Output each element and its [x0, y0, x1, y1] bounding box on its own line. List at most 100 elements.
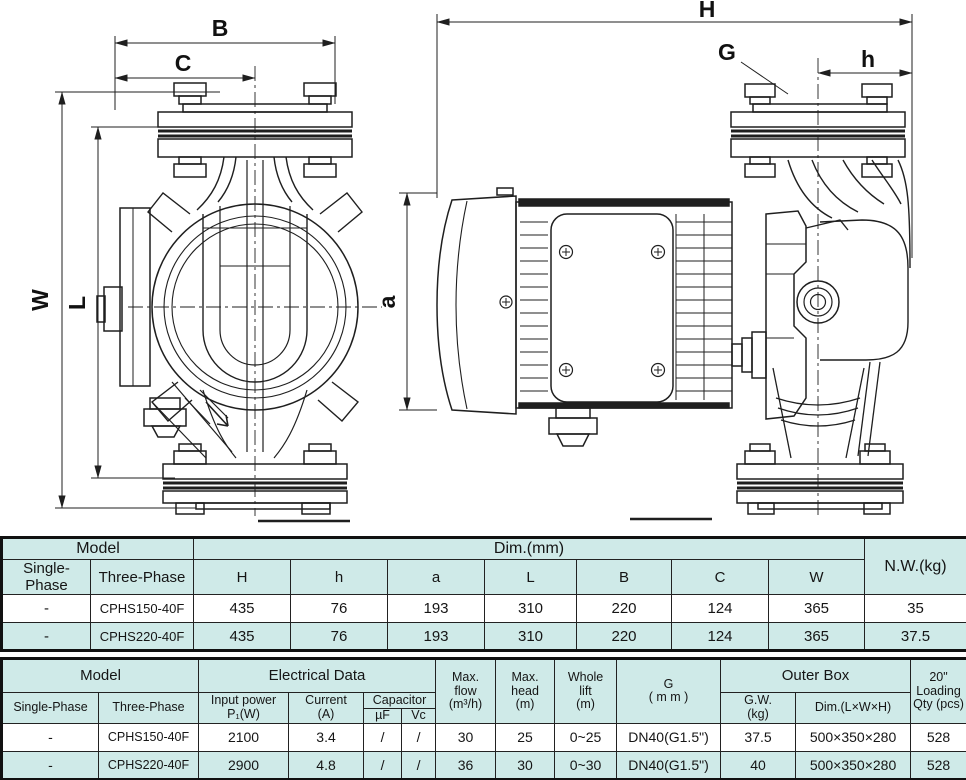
- data-cell: 310: [484, 622, 578, 651]
- col-header-three-phase: Three-Phase: [89, 559, 195, 595]
- col-header-a: a: [387, 559, 486, 595]
- model-group-header: Model: [0, 658, 200, 693]
- front-bottom-flange: [162, 443, 348, 515]
- terminal-box-cover: [550, 213, 674, 403]
- data-cell: 37.5: [720, 722, 797, 752]
- col-header-single-phase: Single-Phase: [1, 559, 91, 595]
- uf-header: µF: [363, 708, 403, 724]
- data-cell: 35: [864, 594, 966, 623]
- box-dim-header: Dim.(L×W×H): [795, 692, 912, 724]
- data-cell: -: [1, 750, 99, 780]
- dimension-H: [436, 14, 913, 258]
- gross-weight-header: G.W. (kg): [720, 692, 797, 724]
- data-cell: -: [1, 722, 99, 752]
- data-cell: 76: [290, 622, 389, 651]
- data-cell: DN40(G1.5"): [616, 722, 722, 752]
- motor-body: [515, 198, 733, 409]
- front-neck: [196, 156, 314, 211]
- dimension-labels: B C W L H h G a: [27, 0, 875, 311]
- side-bottom-flange: [736, 443, 904, 515]
- specifications-table: Model Electrical Data Max. flow (m³/h) M…: [0, 657, 966, 780]
- side-view: [436, 58, 911, 521]
- pump-head: [765, 210, 807, 420]
- g-port-header: G ( m m ): [616, 658, 722, 724]
- col-header-B: B: [576, 559, 673, 595]
- max-flow-header: Max. flow (m³/h): [435, 658, 497, 724]
- col-header-W: W: [768, 559, 866, 595]
- dim-label-L: L: [64, 296, 90, 310]
- front-diagonal-duct: [151, 381, 233, 459]
- dim-label-a: a: [374, 295, 400, 308]
- dim-label-C: C: [175, 50, 192, 76]
- dimension-B: [114, 36, 336, 110]
- table-row: - CPHS220-40F 435 76 193 310 220 124 365…: [1, 622, 966, 651]
- data-cell: 365: [768, 622, 866, 651]
- data-cell: -: [1, 594, 91, 623]
- col-header-C: C: [671, 559, 770, 595]
- data-cell: 193: [387, 594, 486, 623]
- vc-header: Vc: [401, 708, 437, 724]
- dim-label-H: H: [699, 0, 716, 22]
- data-cell: -: [1, 622, 91, 651]
- data-cell: 500×350×280: [795, 750, 912, 780]
- dimension-L: [91, 126, 340, 479]
- data-cell: 76: [290, 594, 389, 623]
- dimensions-table: Model Dim.(mm) N.W.(kg) Single-Phase Thr…: [0, 536, 966, 652]
- data-cell: /: [363, 722, 403, 752]
- input-power-header: Input power P₁(W): [198, 692, 290, 724]
- data-cell: 500×350×280: [795, 722, 912, 752]
- dim-label-B: B: [212, 15, 229, 41]
- outer-box-header: Outer Box: [720, 658, 912, 693]
- front-support-lugs: [147, 192, 363, 422]
- data-cell: 30: [495, 750, 556, 780]
- dim-label-h: h: [861, 46, 875, 72]
- whole-lift-header: Whole lift (m): [554, 658, 618, 724]
- data-cell: 25: [495, 722, 556, 752]
- data-cell: 30: [435, 722, 497, 752]
- data-cell: 37.5: [864, 622, 966, 651]
- table-row: - CPHS220-40F 2900 4.8 / / 36 30 0~30 DN…: [1, 750, 966, 780]
- shaft-coupling: [731, 331, 767, 379]
- electrical-data-header: Electrical Data: [198, 658, 437, 693]
- data-cell: /: [401, 722, 437, 752]
- front-volute: [151, 160, 359, 459]
- model-cell: CPHS220-40F: [97, 750, 200, 780]
- front-view: [96, 66, 382, 523]
- data-cell: /: [401, 750, 437, 780]
- technical-drawing: B C W L H h G a: [27, 0, 913, 523]
- data-cell: 310: [484, 594, 578, 623]
- g-leader-line: [740, 61, 789, 95]
- dimensions: [55, 14, 913, 509]
- data-cell: 124: [671, 622, 770, 651]
- dimension-W: [55, 91, 220, 509]
- col-header-single-phase: Single-Phase: [1, 692, 99, 724]
- side-cable-gland: [548, 407, 598, 447]
- max-head-header: Max. head (m): [495, 658, 556, 724]
- data-cell: DN40(G1.5"): [616, 750, 722, 780]
- front-cable-gland: [143, 397, 187, 438]
- model-cell: CPHS220-40F: [89, 622, 195, 651]
- data-cell: 435: [193, 622, 292, 651]
- data-cell: 2100: [198, 722, 290, 752]
- data-cell: 435: [193, 594, 292, 623]
- data-cell: 0~30: [554, 750, 618, 780]
- motor-end-cap: [436, 187, 517, 415]
- data-cell: 220: [576, 594, 673, 623]
- data-cell: 3.4: [288, 722, 365, 752]
- data-cell: 40: [720, 750, 797, 780]
- data-cell: 36: [435, 750, 497, 780]
- data-cell: /: [363, 750, 403, 780]
- capacitor-header: Capacitor: [363, 692, 437, 709]
- side-top-flange: [730, 83, 906, 178]
- dim-label-G: G: [718, 39, 736, 65]
- current-header: Current (A): [288, 692, 365, 724]
- net-weight-header: N.W.(kg): [864, 537, 966, 595]
- data-cell: 528: [910, 722, 966, 752]
- table-row: - CPHS150-40F 2100 3.4 / / 30 25 0~25 DN…: [1, 722, 966, 752]
- table-row: - CPHS150-40F 435 76 193 310 220 124 365…: [1, 594, 966, 623]
- model-cell: CPHS150-40F: [89, 594, 195, 623]
- data-cell: 528: [910, 750, 966, 780]
- col-header-L: L: [484, 559, 578, 595]
- model-group-header: Model: [0, 537, 195, 560]
